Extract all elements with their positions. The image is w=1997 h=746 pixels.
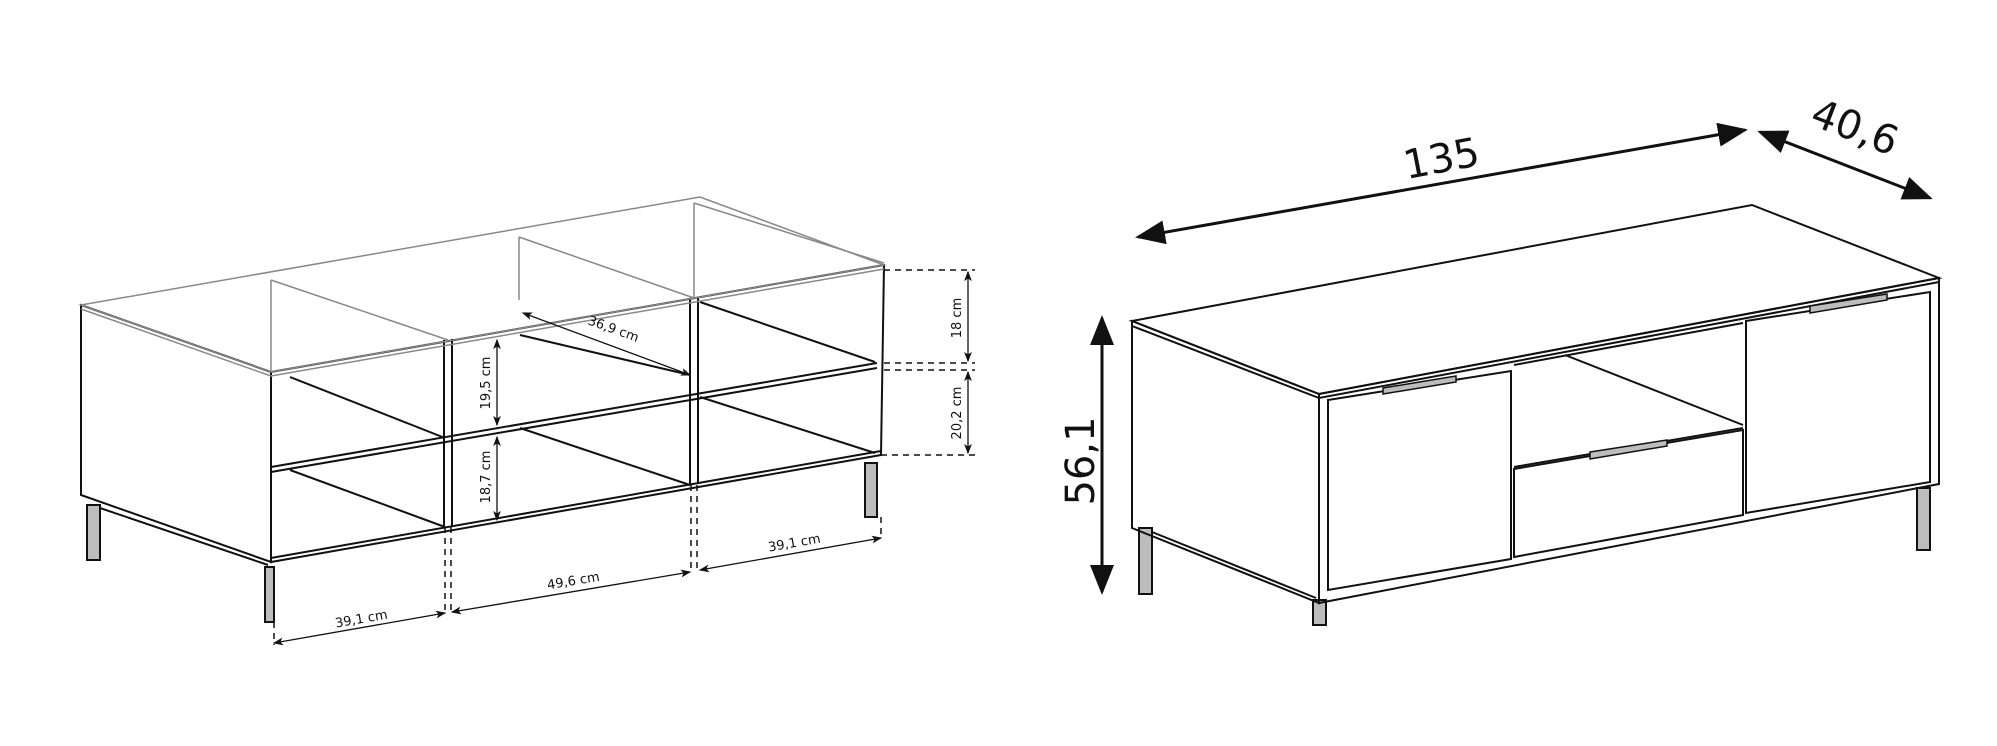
right-door-handle bbox=[1809, 293, 1888, 314]
side-panel bbox=[80, 303, 272, 564]
width-middle-arrow bbox=[450, 569, 692, 615]
drawer-handle bbox=[1589, 439, 1668, 460]
leg-front-left bbox=[264, 566, 275, 623]
upper-height-label: 19,5 cm bbox=[479, 357, 494, 410]
middle-shelf bbox=[270, 362, 878, 473]
left-door bbox=[1327, 369, 1512, 592]
divider-right bbox=[689, 297, 699, 485]
leg-rail bbox=[99, 507, 269, 566]
left-door-handle bbox=[1382, 375, 1457, 395]
width-arrow bbox=[1135, 122, 1748, 245]
leg-back-left bbox=[1138, 527, 1153, 595]
lower-height-label: 18,7 cm bbox=[479, 451, 494, 504]
front-frame bbox=[1318, 276, 1940, 605]
right-door bbox=[1745, 290, 1931, 515]
depth-arrow bbox=[1757, 130, 1933, 200]
glass-top bbox=[78, 196, 887, 373]
width-left-arrow bbox=[272, 610, 447, 646]
depth-inner-label: 36,9 cm bbox=[586, 314, 641, 346]
right-upper-height-label: 18 cm bbox=[950, 298, 965, 339]
closed-cabinet-drawing: 135 40,6 56,1 bbox=[1058, 90, 1943, 626]
leg-front-left bbox=[1312, 599, 1327, 626]
width-right-arrow bbox=[698, 535, 883, 573]
top-surface bbox=[1128, 203, 1943, 396]
width-right-label: 39,1 cm bbox=[767, 532, 822, 556]
width-middle-label: 49,6 cm bbox=[546, 570, 601, 594]
leg-back-left bbox=[86, 504, 101, 561]
leg-front-right bbox=[864, 462, 878, 518]
right-lower-height-label: 20,2 cm bbox=[950, 387, 965, 440]
height-label: 56,1 bbox=[1058, 416, 1104, 505]
depth-inner-arrow bbox=[521, 312, 692, 376]
leg-front-right bbox=[1916, 487, 1931, 551]
divider-left bbox=[443, 339, 453, 527]
width-label: 135 bbox=[1400, 129, 1484, 189]
open-cabinet-drawing: 36,9 cm 19,5 cm 18,7 cm 18 cm 20,2 cm 39… bbox=[78, 196, 975, 646]
